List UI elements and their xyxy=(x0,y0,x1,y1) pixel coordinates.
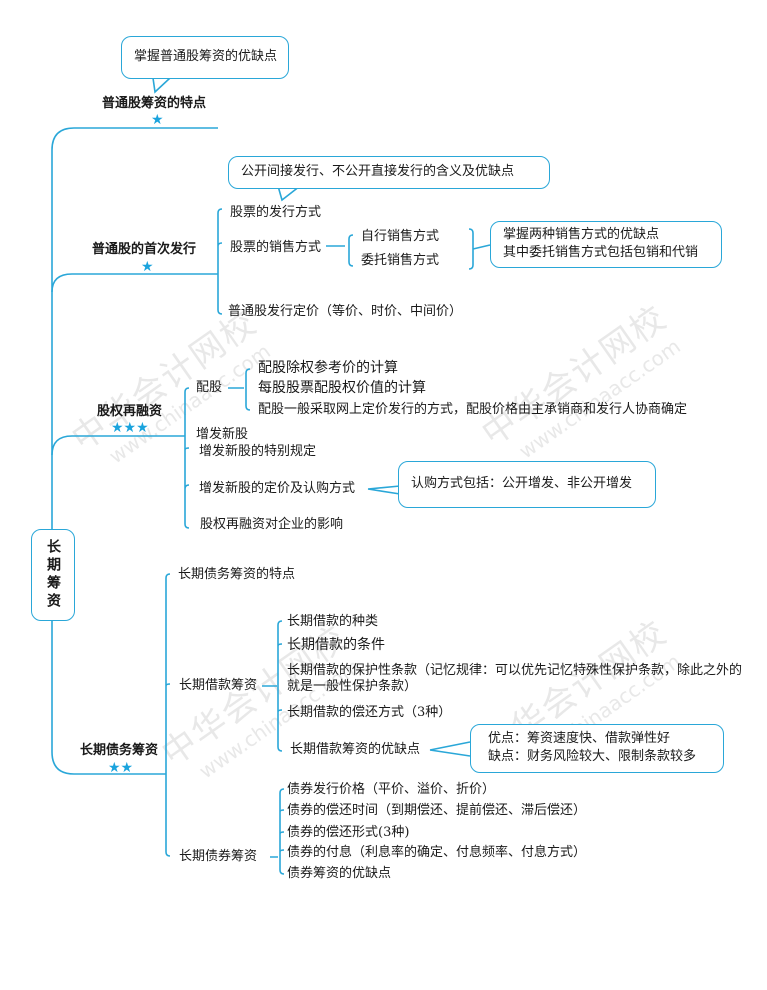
note-loan-pros-cons: 优点：筹资速度快、借款弹性好 缺点：财务风险较大、限制条款较多 xyxy=(470,724,724,773)
node-seo-special[interactable]: 增发新股的特别规定 xyxy=(199,444,317,459)
node-rights-2[interactable]: 每股股票配股权价值的计算 xyxy=(258,380,426,396)
node-debt-features[interactable]: 长期债务筹资的特点 xyxy=(178,567,296,582)
note-text: 公开间接发行、不公开直接发行的含义及优缺点 xyxy=(241,164,515,179)
node-sales-method[interactable]: 股票的销售方式 xyxy=(230,240,322,255)
note-line: 掌握两种销售方式的优缺点 xyxy=(503,227,660,242)
node-bond-item[interactable]: 债券的付息（利息率的确定、付息频率、付息方式） xyxy=(287,845,587,860)
node-issue-method[interactable]: 股票的发行方式 xyxy=(230,205,322,220)
node-ipo-pricing[interactable]: 普通股发行定价（等价、时价、中间价） xyxy=(228,304,463,319)
node-long-term-loans[interactable]: 长期借款筹资 xyxy=(179,678,258,693)
note-subscription-methods: 认购方式包括：公开增发、非公开增发 xyxy=(398,461,656,508)
star-rating-icon: ★★★ xyxy=(111,420,149,436)
node-bond-item[interactable]: 债券的偿还形式(3种) xyxy=(287,825,410,840)
star-rating-icon: ★★ xyxy=(108,760,134,776)
node-loan-item[interactable]: 长期借款的条件 xyxy=(287,637,385,653)
node-bond-item[interactable]: 债券筹资的优缺点 xyxy=(287,866,392,881)
note-text: 认购方式包括：公开增发、非公开增发 xyxy=(411,476,633,491)
node-rights-issue[interactable]: 配股 xyxy=(196,380,223,395)
note-line: 缺点：财务风险较大、限制条款较多 xyxy=(488,749,697,764)
node-refinancing-impact[interactable]: 股权再融资对企业的影响 xyxy=(200,517,344,532)
star-rating-icon: ★ xyxy=(141,259,154,275)
note-common-stock-pros-cons: 掌握普通股筹资的优缺点 xyxy=(121,36,289,79)
node-self-sales[interactable]: 自行销售方式 xyxy=(361,229,440,244)
note-text: 掌握普通股筹资的优缺点 xyxy=(134,49,278,64)
note-line: 其中委托销售方式包括包销和代销 xyxy=(503,245,699,260)
node-seo[interactable]: 增发新股 xyxy=(196,427,249,442)
node-loan-item-cont: 就是一般性保护条款） xyxy=(287,679,418,694)
node-loan-item[interactable]: 长期借款的保护性条款（记忆规律：可以优先记忆特殊性保护条款，除此之外的 xyxy=(287,663,743,678)
note-sales-methods: 掌握两种销售方式的优缺点 其中委托销售方式包括包销和代销 xyxy=(490,221,722,268)
node-bond-item[interactable]: 债券的偿还时间（到期偿还、提前偿还、滞后偿还） xyxy=(287,803,587,818)
node-loan-item[interactable]: 长期借款的种类 xyxy=(287,614,379,629)
node-long-term-bonds[interactable]: 长期债券筹资 xyxy=(179,849,258,864)
node-ipo[interactable]: 普通股的首次发行 xyxy=(92,242,197,257)
node-equity-refinancing[interactable]: 股权再融资 xyxy=(97,404,163,419)
star-rating-icon: ★ xyxy=(151,112,164,128)
root-label: 长期筹资 xyxy=(45,539,61,611)
node-common-stock-features[interactable]: 普通股筹资的特点 xyxy=(102,96,207,111)
root-node[interactable]: 长期筹资 xyxy=(31,529,75,621)
node-bond-item[interactable]: 债券发行价格（平价、溢价、折价） xyxy=(287,782,496,797)
node-seo-pricing[interactable]: 增发新股的定价及认购方式 xyxy=(199,481,356,496)
note-line: 优点：筹资速度快、借款弹性好 xyxy=(488,731,671,746)
node-loan-item[interactable]: 长期借款筹资的优缺点 xyxy=(290,742,421,757)
node-rights-3[interactable]: 配股一般采取网上定价发行的方式，配股价格由主承销商和发行人协商确定 xyxy=(258,402,688,417)
note-public-private-issue: 公开间接发行、不公开直接发行的含义及优缺点 xyxy=(228,156,550,189)
node-loan-item[interactable]: 长期借款的偿还方式（3种） xyxy=(287,705,452,720)
node-rights-1[interactable]: 配股除权参考价的计算 xyxy=(258,360,398,376)
node-entrusted-sales[interactable]: 委托销售方式 xyxy=(361,253,440,268)
node-long-term-debt[interactable]: 长期债务筹资 xyxy=(80,743,159,758)
